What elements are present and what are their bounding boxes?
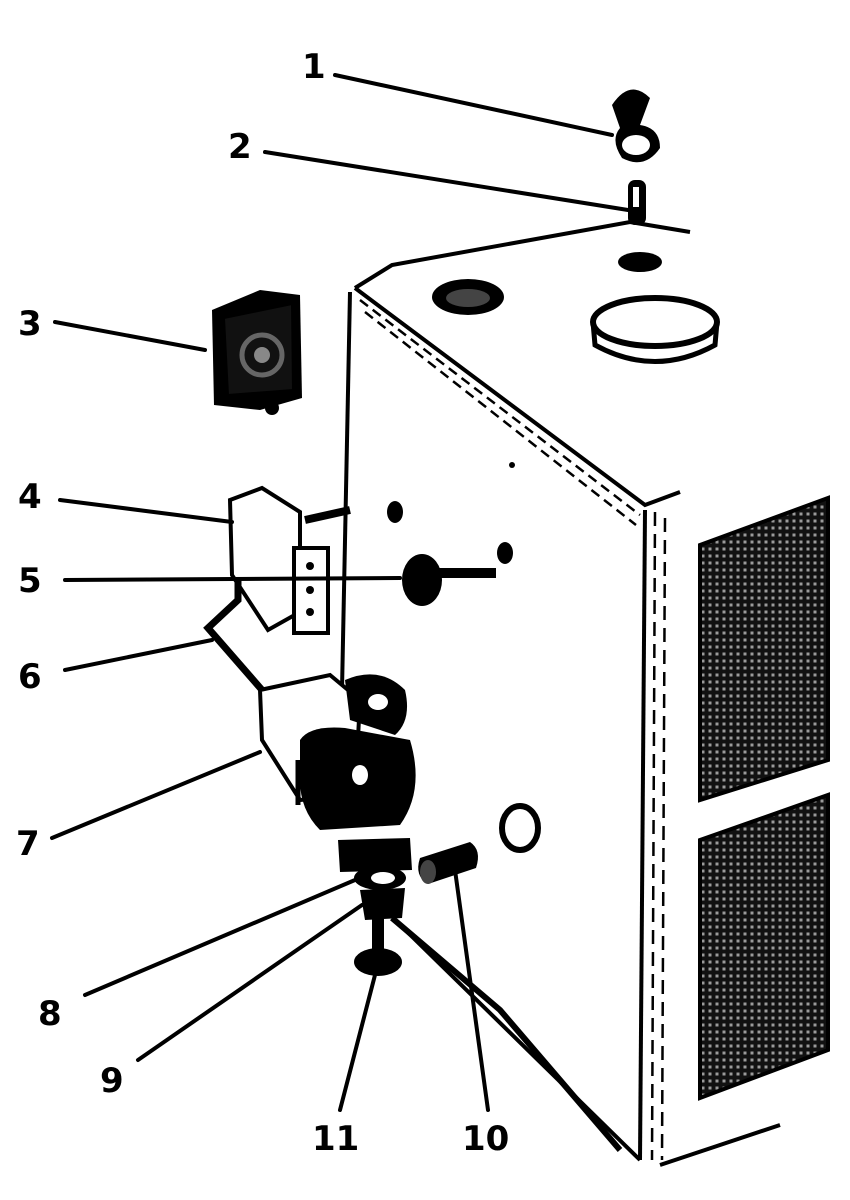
callout-11: 11 xyxy=(312,1119,359,1159)
callout-numbers: 1 2 3 4 5 6 7 8 9 10 11 xyxy=(16,47,509,1159)
top-port-small xyxy=(618,252,662,272)
part-3-control-box xyxy=(212,290,302,415)
leader-lines xyxy=(50,73,630,1112)
front-hole-upper xyxy=(387,501,403,523)
callout-10: 10 xyxy=(462,1119,509,1159)
grille-upper xyxy=(698,495,830,803)
part-6-wire xyxy=(203,578,265,693)
leader-10 xyxy=(453,868,490,1112)
part-11-drain-valve xyxy=(354,918,402,976)
cabinet-top-edge-detail xyxy=(359,299,641,526)
leader-2 xyxy=(263,150,630,212)
callout-1: 1 xyxy=(302,47,326,87)
top-ring-rim xyxy=(590,321,720,364)
leader-8 xyxy=(83,878,357,997)
front-dot xyxy=(509,462,515,468)
grille-lower xyxy=(698,792,830,1101)
cabinet-front-left-edge xyxy=(340,291,352,691)
cabinet-bottom-side-edge xyxy=(659,1123,781,1167)
callout-2: 2 xyxy=(228,127,252,167)
top-openings xyxy=(432,252,720,364)
front-hole-lower xyxy=(499,803,541,853)
callout-6: 6 xyxy=(18,657,42,697)
callout-3: 3 xyxy=(18,304,42,344)
gas-line xyxy=(390,915,623,1152)
callout-9: 9 xyxy=(100,1061,124,1101)
leader-6 xyxy=(63,638,214,672)
cabinet-bottom-front-edge xyxy=(393,918,642,1162)
cabinet-corner-dashes xyxy=(650,511,667,1161)
part-9-nut xyxy=(360,888,405,920)
leader-7 xyxy=(50,750,262,840)
leader-1 xyxy=(333,73,614,137)
part-5-knob-screw xyxy=(402,554,496,606)
top-port-left-inner xyxy=(446,289,490,307)
leader-9 xyxy=(136,903,364,1062)
callout-4: 4 xyxy=(18,477,42,517)
cabinet xyxy=(340,219,781,1167)
leader-11 xyxy=(338,973,377,1112)
part-4-bracket xyxy=(227,485,351,635)
part-1-valve-handle xyxy=(612,89,660,163)
leader-3 xyxy=(53,320,207,352)
part-8-fitting xyxy=(338,838,412,890)
part-10-plug xyxy=(418,842,478,884)
callout-8: 8 xyxy=(38,994,62,1034)
top-ring-fill-cap xyxy=(590,295,720,349)
callout-7: 7 xyxy=(16,824,40,864)
leader-5 xyxy=(63,576,402,582)
part-2-stem xyxy=(628,180,646,225)
part-7-burner-assembly xyxy=(257,672,416,830)
front-hole-middle xyxy=(497,542,513,564)
cabinet-top-face xyxy=(353,219,691,508)
leader-4 xyxy=(58,498,234,524)
callout-5: 5 xyxy=(18,561,42,601)
cabinet-front-right-edge xyxy=(638,509,647,1161)
side-grilles xyxy=(698,495,830,1101)
